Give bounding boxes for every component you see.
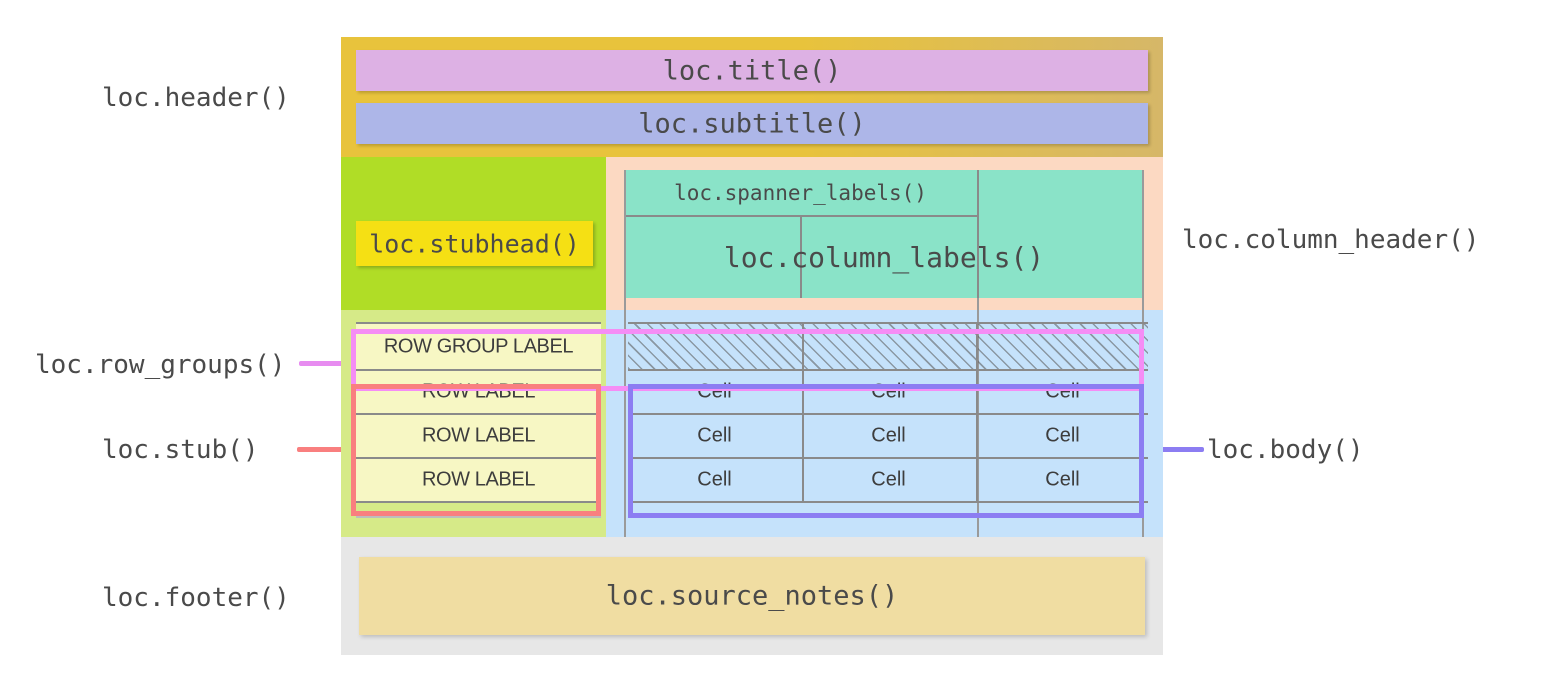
cell-rule-3: [628, 457, 1148, 459]
column-labels-block: loc.spanner_labels() loc.column_labels(): [624, 170, 1144, 298]
colheader-divider-1: [800, 217, 802, 298]
spanner-labels-cell: loc.spanner_labels(): [624, 170, 979, 217]
stubhead-block: loc.stubhead(): [356, 221, 593, 266]
cell-text-r2c3: Cell: [1045, 424, 1080, 447]
body-guide-left: [624, 310, 626, 556]
header-region: loc.title() loc.subtitle(): [341, 37, 1163, 157]
annotation-loc-row-groups: loc.row_groups(): [35, 350, 286, 380]
stub-rule-3: [356, 457, 601, 459]
body-guide-mid: [977, 310, 979, 556]
spanner-labels-label: loc.spanner_labels(): [674, 180, 927, 205]
footer-region: loc.source_notes(): [341, 537, 1163, 655]
highlight-body: [628, 384, 1144, 518]
annotation-loc-header: loc.header(): [102, 83, 290, 113]
hatch-divider-1: [802, 324, 804, 369]
guide-line-right: [1142, 170, 1144, 310]
source-notes-block: loc.source_notes(): [359, 557, 1145, 635]
stub-rule-bottom: [356, 516, 601, 518]
stub-rule-4: [356, 501, 601, 503]
cell-r3c1: Cell: [628, 459, 801, 501]
guide-line-left: [624, 170, 626, 310]
cell-text-r2c2: Cell: [871, 424, 906, 447]
column-labels-label: loc.column_labels(): [723, 241, 1045, 274]
connector-row-groups: [299, 361, 357, 366]
row-label-cell-3: ROW LABEL: [356, 459, 601, 501]
stub-column: ROW GROUP LABEL ROW LABEL ROW LABEL ROW …: [356, 322, 601, 554]
subtitle-label: loc.subtitle(): [638, 108, 866, 139]
hatch-divider-2: [976, 324, 978, 369]
annotation-loc-body: loc.body(): [1207, 435, 1364, 465]
subtitle-block: loc.subtitle(): [356, 103, 1148, 144]
annotation-loc-stub: loc.stub(): [102, 435, 259, 465]
colheader-divider-2: [977, 170, 979, 298]
guide-line-mid: [977, 298, 979, 310]
stub-rule-top: [356, 322, 601, 324]
connector-stub: [297, 447, 357, 452]
column-header-region: loc.spanner_labels() loc.column_labels(): [606, 157, 1163, 310]
row-label-text-3: ROW LABEL: [421, 468, 536, 491]
row-label-text-2: ROW LABEL: [421, 424, 536, 447]
stubhead-label: loc.stubhead(): [369, 229, 580, 258]
source-notes-label: loc.source_notes(): [605, 580, 899, 612]
row-label-cell-2: ROW LABEL: [356, 415, 601, 457]
cell-divider-1: [802, 371, 804, 501]
cell-r3c2: Cell: [802, 459, 975, 501]
cell-text-r3c2: Cell: [871, 468, 906, 491]
cell-r3c3: Cell: [976, 459, 1149, 501]
cell-r2c2: Cell: [802, 415, 975, 457]
title-block: loc.title(): [356, 50, 1148, 91]
stub-rule-1: [356, 369, 601, 371]
cell-rule-2: [628, 413, 1148, 415]
connector-body: [1146, 447, 1204, 452]
cell-rule-top: [628, 322, 1148, 324]
cell-text-r2c1: Cell: [697, 424, 732, 447]
annotation-loc-footer: loc.footer(): [102, 583, 290, 613]
cell-r2c1: Cell: [628, 415, 801, 457]
row-group-label-text: ROW GROUP LABEL: [383, 335, 574, 357]
highlight-row-groups: [351, 329, 1144, 391]
highlight-stub: [351, 384, 601, 516]
cell-divider-2: [976, 371, 978, 501]
cell-text-r3c1: Cell: [697, 468, 732, 491]
cell-r2c3: Cell: [976, 415, 1149, 457]
annotation-loc-column-header: loc.column_header(): [1182, 225, 1480, 255]
cell-rule-1: [628, 369, 1148, 371]
table-diagram: loc.title() loc.subtitle() loc.stubhead(…: [341, 37, 1163, 655]
cell-rule-bottom: [628, 501, 1148, 503]
title-label: loc.title(): [662, 55, 842, 86]
cell-text-r3c3: Cell: [1045, 468, 1080, 491]
stub-rule-2: [356, 413, 601, 415]
